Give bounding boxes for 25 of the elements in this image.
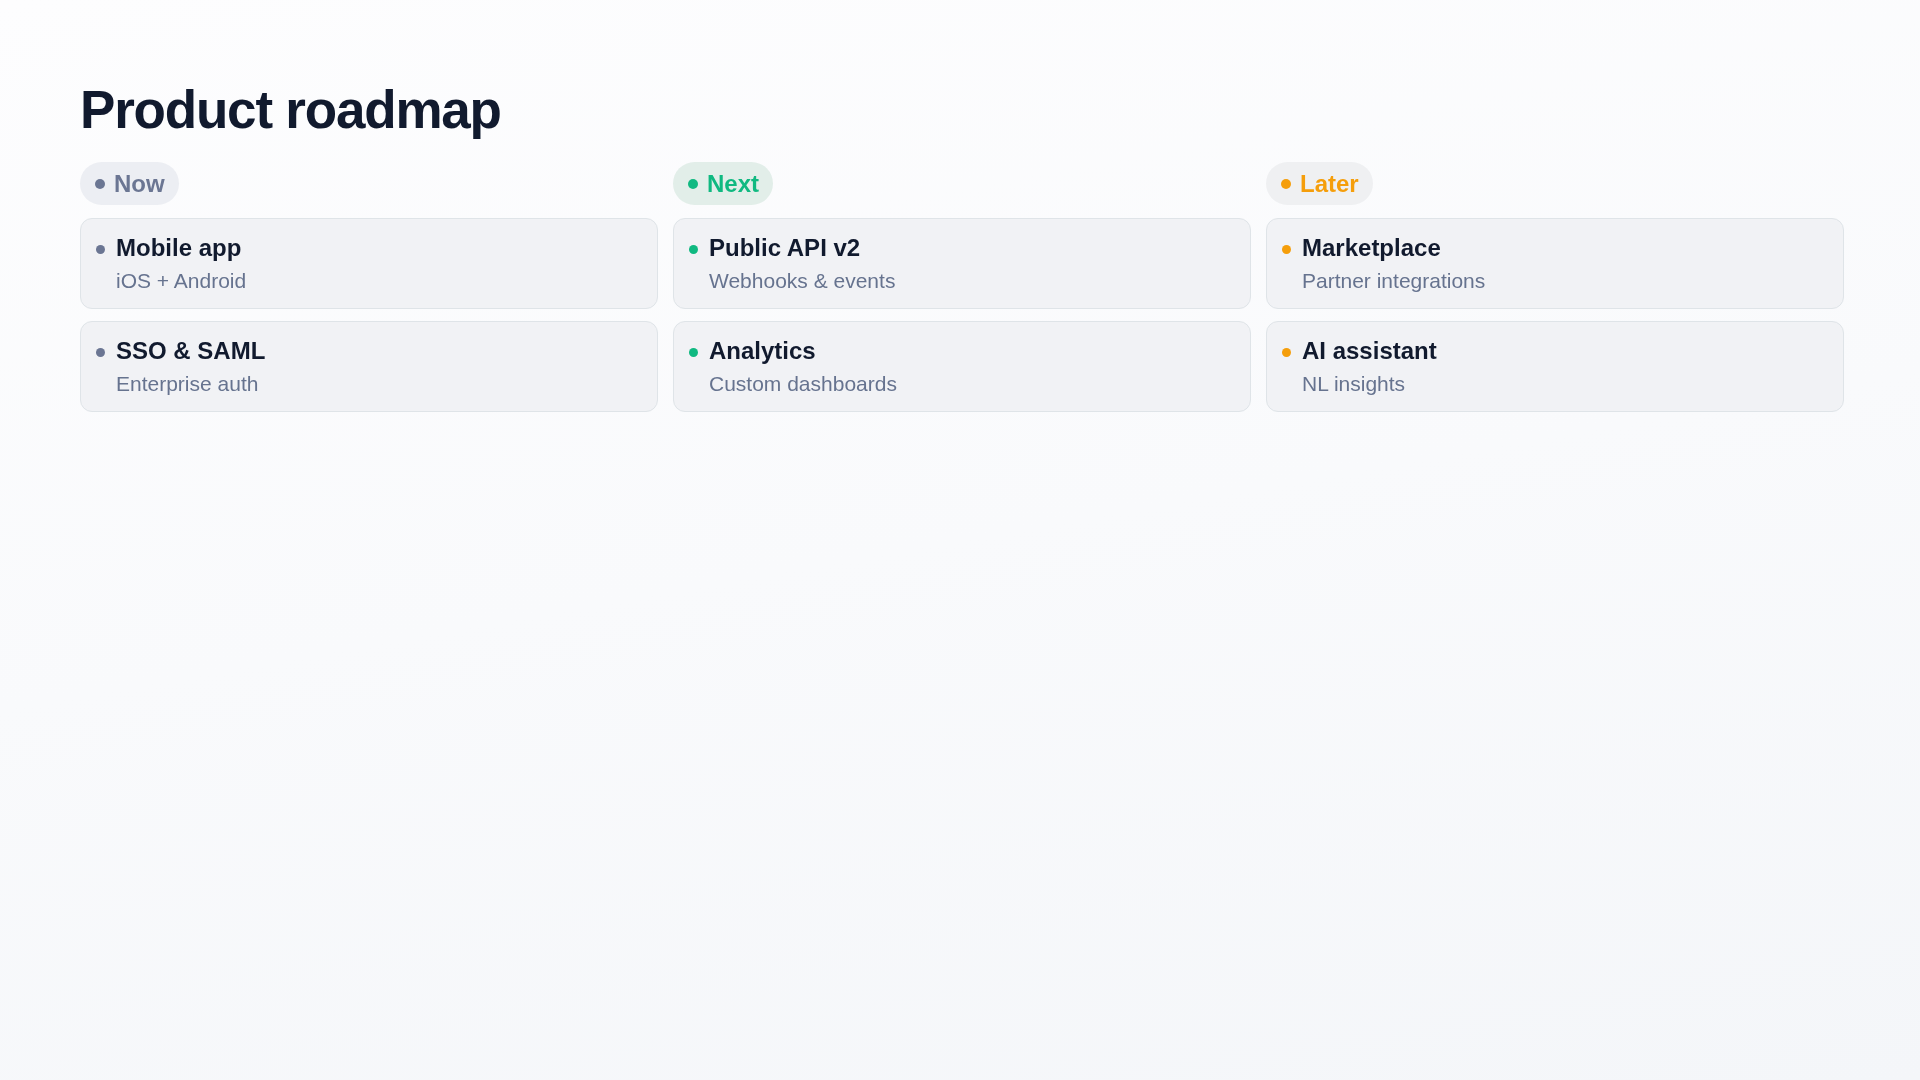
card-subtitle: NL insights (1302, 371, 1406, 397)
card-subtitle: Webhooks & events (709, 268, 896, 294)
status-pill (673, 162, 774, 205)
roadmap-card (80, 218, 658, 309)
card-subtitle: iOS + Android (116, 268, 247, 294)
page-title: Product roadmap (80, 80, 501, 140)
card-subtitle: Partner integrations (1302, 268, 1486, 294)
stage-label: Now (114, 169, 165, 198)
roadmap-card (673, 321, 1251, 412)
card-title: SSO & SAML (116, 337, 266, 365)
card-subtitle: Enterprise auth (116, 371, 259, 397)
roadmap-card (673, 218, 1251, 309)
stage-label: Next (707, 169, 760, 198)
status-pill (1266, 162, 1373, 205)
stage-label: Later (1300, 169, 1359, 198)
card-title: Mobile app (116, 234, 242, 262)
card-title: Public API v2 (709, 234, 861, 262)
card-title: Analytics (709, 337, 816, 365)
card-title: Marketplace (1302, 234, 1441, 262)
status-pill (80, 162, 179, 205)
card-title: AI assistant (1302, 337, 1437, 365)
roadmap-card (80, 321, 658, 412)
card-subtitle: Custom dashboards (709, 371, 897, 397)
roadmap-card (1266, 321, 1844, 412)
roadmap-card (1266, 218, 1844, 309)
